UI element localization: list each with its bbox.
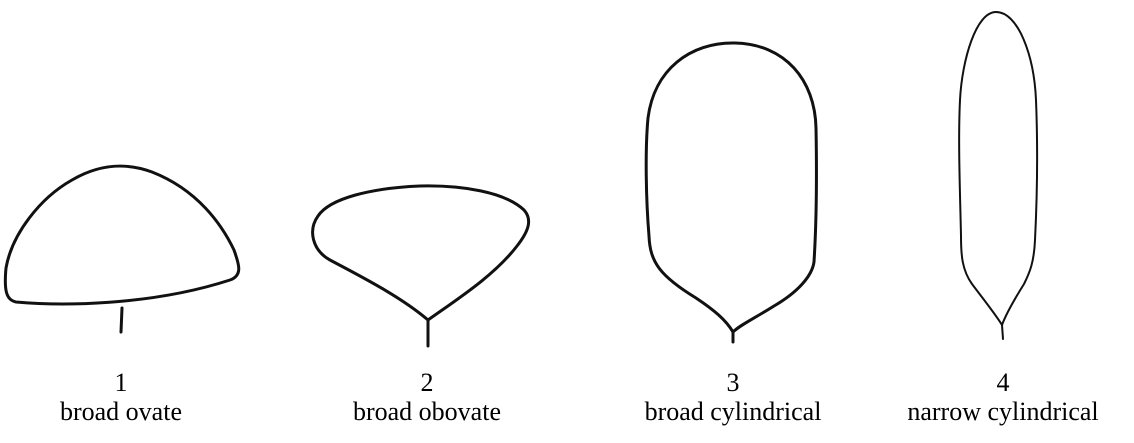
shape-name: broad obovate [352, 397, 501, 426]
shape-number: 1 [114, 368, 128, 397]
shape-label-1: 1 broad ovate [0, 368, 251, 426]
shape-name: broad ovate [59, 397, 182, 426]
broad-obovate-shape [311, 184, 531, 348]
shape-label-4: 4 narrow cylindrical [873, 368, 1133, 426]
broad-ovate-shape [3, 164, 241, 334]
broad-cylindrical-shape [644, 41, 818, 344]
narrow-cylindrical-shape [958, 11, 1039, 340]
shape-label-3: 3 broad cylindrical [603, 368, 863, 426]
shape-name: narrow cylindrical [907, 397, 1099, 426]
shape-label-2: 2 broad obovate [297, 368, 557, 426]
shape-number: 4 [996, 368, 1010, 397]
shape-number: 3 [726, 368, 740, 397]
shape-name: broad cylindrical [644, 397, 822, 426]
shape-number: 2 [420, 368, 434, 397]
